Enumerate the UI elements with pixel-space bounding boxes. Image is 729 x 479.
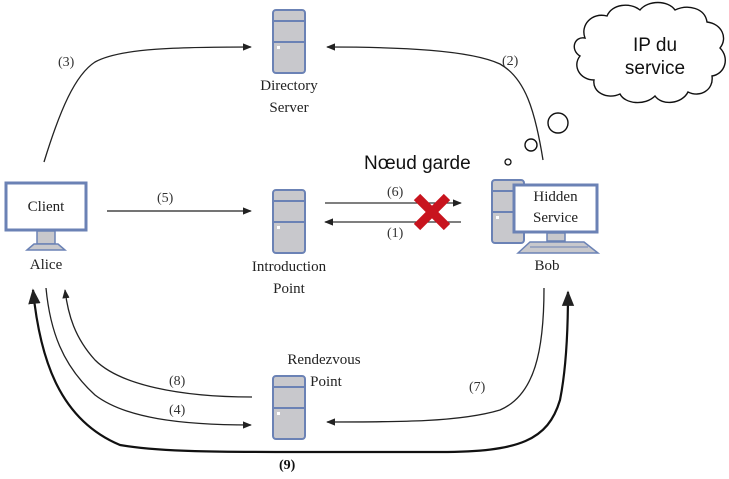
step-label-5: (5) [157, 191, 174, 206]
introduction-point-icon [272, 189, 306, 254]
thought-cloud-icon [504, 1, 726, 166]
rendezvous-point-icon [272, 375, 306, 440]
guard-node-label: Nœud garde [364, 153, 471, 174]
step-label-1: (1) [387, 226, 404, 241]
step-label-6: (6) [387, 185, 404, 200]
directory-server-label-line1: Directory [260, 78, 318, 94]
hidden-service-name-label: Bob [534, 258, 560, 274]
rendezvous-point-label-line1: Rendezvous [287, 352, 361, 368]
step-label-3: (3) [58, 55, 75, 70]
thought-cloud-line2: service [624, 58, 686, 79]
hidden-service-screen-line2: Service [533, 210, 578, 226]
step-label-4: (4) [169, 403, 186, 418]
arrow-step-4 [45, 287, 252, 429]
arrow-step-3 [43, 43, 252, 163]
step-label-2: (2) [502, 54, 519, 69]
rendezvous-point-label: Rendezvous Point [274, 351, 374, 391]
arrow-step-7 [326, 287, 545, 426]
directory-server-label-line2: Server [269, 100, 309, 116]
introduction-point-label-line2: Point [273, 281, 305, 297]
thought-cloud-text: IP du service [600, 34, 710, 80]
hidden-service-computer-icon [491, 179, 601, 254]
blocked-cross-icon [413, 193, 451, 231]
introduction-point-label: Introduction Point [229, 258, 349, 298]
rendezvous-point-label-line2: Point [310, 374, 342, 390]
thought-cloud-line1: IP du [632, 35, 678, 56]
directory-server-icon [272, 9, 306, 74]
hidden-service-screen-label: Hidden Service [514, 188, 597, 227]
introduction-point-label-line1: Introduction [251, 259, 327, 275]
client-name-label: Alice [29, 257, 63, 273]
client-computer-icon [4, 181, 88, 251]
hidden-service-screen-line1: Hidden [533, 189, 578, 205]
client-screen-label: Client [27, 199, 65, 215]
directory-server-label: Directory Server [239, 77, 339, 117]
step-label-7: (7) [469, 380, 486, 395]
step-label-8: (8) [169, 374, 186, 389]
arrow-step-8 [62, 289, 253, 398]
step-label-9: (9) [279, 458, 296, 473]
arrow-step-2 [326, 43, 544, 161]
arrow-step-9 [28, 288, 575, 454]
